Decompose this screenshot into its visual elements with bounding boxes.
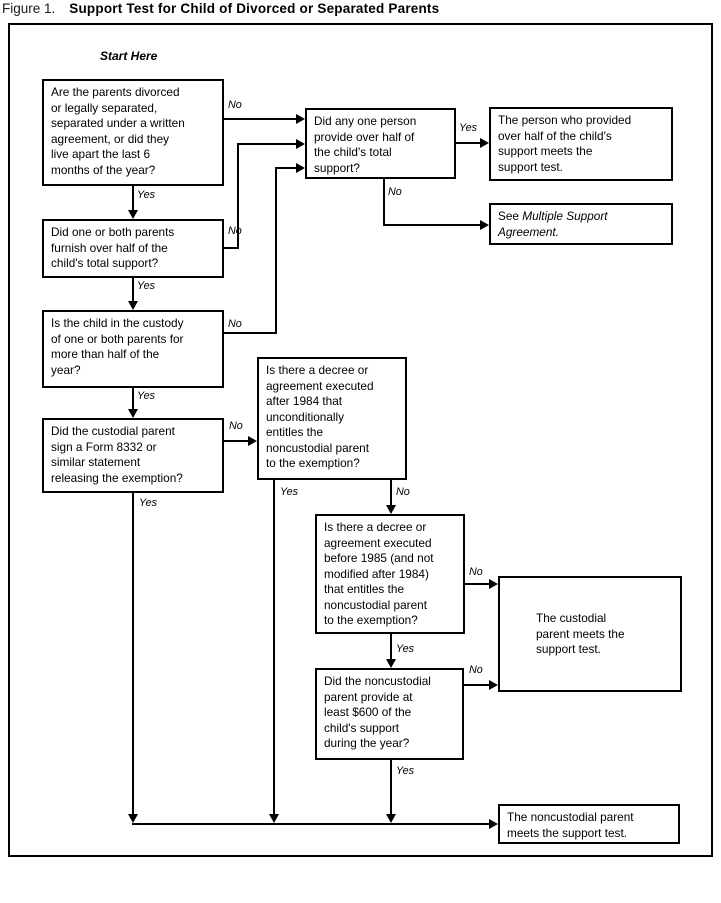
figure-title-text: Support Test for Child of Divorced or Se… <box>69 1 440 16</box>
flowchart-frame <box>8 23 713 857</box>
connector-q5-yes-right <box>456 142 480 144</box>
label-yes-q7: Yes <box>396 643 415 655</box>
connector-q7-no-right <box>465 583 489 585</box>
label-yes-q3: Yes <box>137 390 156 402</box>
connector-q2-no-riser <box>237 143 239 247</box>
box-noncustodial-meets-support-test: The noncustodial parent meets the suppor… <box>498 804 680 844</box>
box-noncustodial-600-question: Did the noncustodial parent provide at l… <box>315 668 464 760</box>
box-person-meets-support-test: The person who provided over half of the… <box>489 107 673 181</box>
connector-q3-no-riser <box>275 167 277 332</box>
arrowhead-right-q8-to-custodial-box <box>489 680 498 690</box>
connector-q4-yes-long-down <box>132 493 134 815</box>
connector-q6-no-down <box>390 480 392 506</box>
label-no-q5: No <box>388 186 402 198</box>
connector-q5-no-down <box>383 179 385 224</box>
box-custodial-sign-8332-question: Did the custodial parent sign a Form 833… <box>42 418 224 493</box>
start-here-label: Start Here <box>100 49 158 63</box>
arrowhead-right-to-person-meets-test <box>480 138 489 148</box>
connector-q4-no-right <box>224 440 248 442</box>
arrowhead-down-q8-to-bottom-line <box>386 814 396 823</box>
connector-q2-no-into-q5 <box>237 143 296 145</box>
arrowhead-down-q6-to-bottom-line <box>269 814 279 823</box>
label-yes-q8: Yes <box>396 765 415 777</box>
figure-label: Figure 1. <box>2 1 56 16</box>
arrowhead-right-q1-to-q5 <box>296 114 305 124</box>
arrowhead-right-q7-to-custodial-box <box>489 579 498 589</box>
arrowhead-down-to-q2 <box>128 210 138 219</box>
connector-q2-yes-down <box>132 278 134 302</box>
arrowhead-down-to-q7 <box>386 505 396 514</box>
connector-q2-no-right <box>224 247 239 249</box>
arrowhead-down-to-q4 <box>128 409 138 418</box>
box-parents-furnish-question: Did one or both parents furnish over hal… <box>42 219 224 278</box>
connector-q5-no-right <box>383 224 480 226</box>
box-see-multiple-support-agreement: See Multiple Support Agreement. <box>489 203 673 245</box>
arrowhead-right-q2-to-q5 <box>296 139 305 149</box>
connector-q3-no-into-q5 <box>275 167 296 169</box>
box-decree-before-1985-question: Is there a decree or agreement executed … <box>315 514 465 634</box>
box-decree-after-1984-question: Is there a decree or agreement executed … <box>257 357 407 480</box>
label-no-q2: No <box>228 225 242 237</box>
label-no-q8: No <box>469 664 483 676</box>
connector-q1-no-right <box>224 118 296 120</box>
arrowhead-down-to-q8 <box>386 659 396 668</box>
arrowhead-right-to-multiple-support <box>480 220 489 230</box>
label-no-q7: No <box>469 566 483 578</box>
box-one-person-question: Did any one person provide over half of … <box>305 108 456 179</box>
see-prefix: See <box>498 209 523 223</box>
connector-q8-no-right <box>464 684 489 686</box>
label-yes-q1: Yes <box>137 189 156 201</box>
connector-q7-yes-down <box>390 634 392 660</box>
box-parents-divorced-question: Are the parents divorced or legally sepa… <box>42 79 224 186</box>
box-custodial-meets-support-test: The custodial parent meets the support t… <box>498 576 682 692</box>
connector-q8-yes-down <box>390 760 392 815</box>
label-no-q6: No <box>396 486 410 498</box>
arrowhead-down-q4-to-bottom-line <box>128 814 138 823</box>
label-yes-q6: Yes <box>280 486 299 498</box>
arrowhead-down-to-q3 <box>128 301 138 310</box>
label-no-q1: No <box>228 99 242 111</box>
arrowhead-right-q3-to-q5 <box>296 163 305 173</box>
label-yes-q4: Yes <box>139 497 158 509</box>
multiple-support-agreement-reference: Multiple Support Agreement. <box>498 209 608 239</box>
figure-title: Figure 1. Support Test for Child of Divor… <box>2 1 439 16</box>
label-yes-q5: Yes <box>459 122 478 134</box>
label-no-q3: No <box>228 318 242 330</box>
connector-q1-yes-down <box>132 186 134 211</box>
label-yes-q2: Yes <box>137 280 156 292</box>
connector-bottom-collector-line <box>132 823 489 825</box>
box-child-custody-question: Is the child in the custody of one or bo… <box>42 310 224 388</box>
arrowhead-right-to-q6 <box>248 436 257 446</box>
label-no-q4: No <box>229 420 243 432</box>
connector-q3-yes-down <box>132 388 134 410</box>
arrowhead-right-to-noncustodial-box <box>489 819 498 829</box>
connector-q6-yes-long-down <box>273 480 275 815</box>
connector-q3-no-right <box>224 332 277 334</box>
